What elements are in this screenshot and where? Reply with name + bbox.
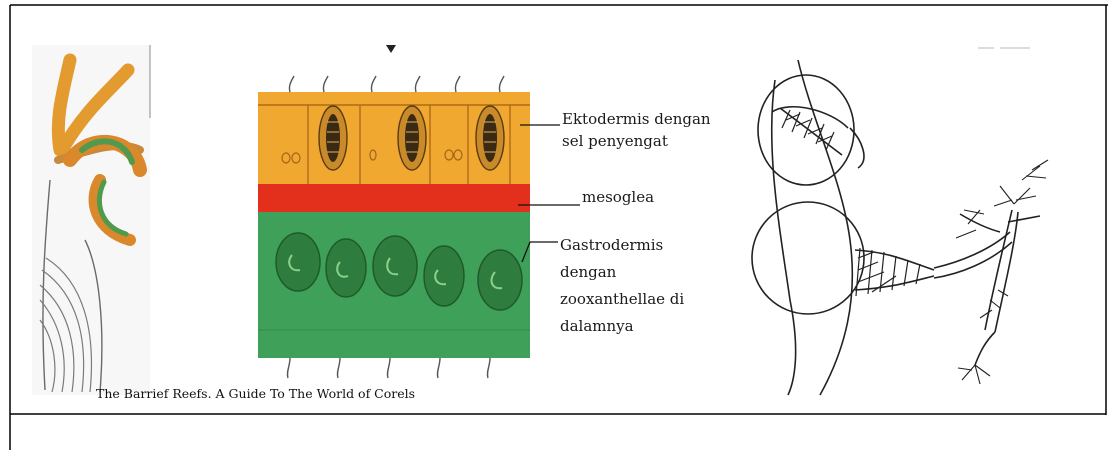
label-gastrodermis-line2: dengan bbox=[560, 259, 684, 286]
nematocyst-discharge-illustration bbox=[752, 60, 1048, 395]
label-mesoglea: mesoglea bbox=[582, 186, 654, 208]
label-mesoglea-text: mesoglea bbox=[582, 186, 654, 208]
left-polyp-illustration bbox=[32, 45, 150, 395]
mesoglea-layer bbox=[258, 184, 530, 212]
label-gastrodermis-line3: zooxanthellae di bbox=[560, 286, 684, 313]
label-ektodermis-line1: Ektodermis dengan bbox=[562, 108, 711, 130]
label-ektodermis: Ektodermis dengan sel penyengat bbox=[562, 108, 711, 152]
label-gastrodermis: Gastrodermis dengan zooxanthellae di dal… bbox=[560, 232, 684, 340]
triangle-down-icon bbox=[386, 45, 396, 53]
tissue-cross-section bbox=[258, 45, 580, 378]
label-gastrodermis-line1: Gastrodermis bbox=[560, 232, 684, 259]
label-ektodermis-line2: sel penyengat bbox=[562, 130, 711, 152]
figure-border bbox=[10, 5, 1108, 450]
figure-caption: The Barrief Reefs. A Guide To The World … bbox=[96, 386, 415, 401]
label-gastrodermis-line4: dalamnya bbox=[560, 313, 684, 340]
